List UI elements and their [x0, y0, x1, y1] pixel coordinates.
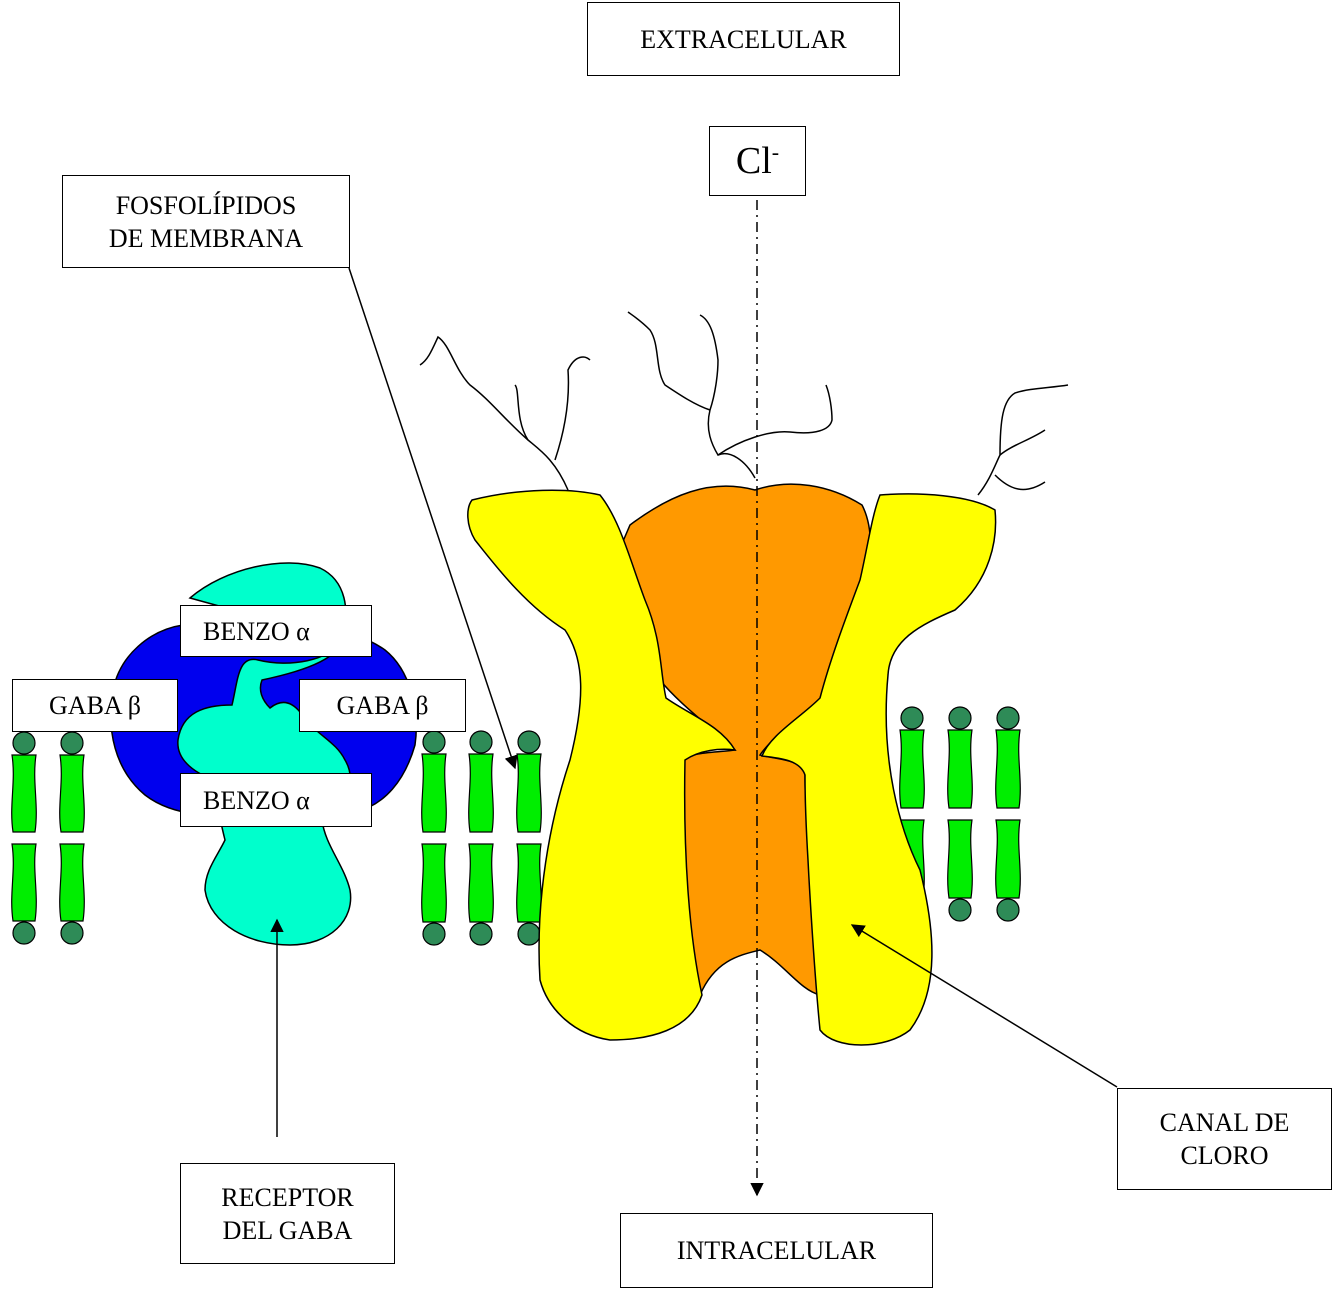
membrane-phospholipids-left	[12, 732, 85, 944]
channel-line-1: CANAL DE	[1160, 1106, 1290, 1139]
lipid-head	[949, 899, 971, 921]
lipid-tail	[12, 755, 37, 832]
lipid-head	[423, 923, 445, 945]
lipid-head	[901, 707, 923, 729]
intracellular-label: INTRACELULAR	[620, 1213, 933, 1288]
membrane-phospholipids-middle	[422, 731, 542, 945]
lipid-tail	[422, 844, 447, 922]
lipid-head	[61, 732, 83, 754]
benzo-alpha-top-text: BENZO α	[203, 615, 310, 648]
lipid-head	[470, 923, 492, 945]
gaba-beta-right-label: GABA β	[299, 679, 466, 732]
lipid-tail	[60, 844, 85, 921]
lipid-tail	[900, 730, 925, 808]
lipid-head	[518, 731, 540, 753]
gaba-receptor-label: RECEPTOR DEL GABA	[180, 1163, 395, 1264]
phospholipid-middle-2	[469, 731, 494, 945]
gaba-beta-right-text: GABA β	[337, 689, 429, 722]
extracellular-label: EXTRACELULAR	[587, 2, 900, 76]
ion-charge: -	[772, 139, 779, 164]
phospholipid-middle-1	[422, 731, 447, 945]
lipid-head	[13, 732, 35, 754]
ion-symbol: Cl	[736, 140, 772, 182]
phospholipids-line-2: DE MEMBRANA	[109, 222, 303, 255]
lipid-tail	[422, 754, 447, 832]
lipid-tail	[948, 730, 973, 808]
phospholipid-right-2	[948, 707, 973, 921]
lipid-head	[423, 731, 445, 753]
phospholipids-label: FOSFOLÍPIDOS DE MEMBRANA	[62, 175, 350, 268]
chloride-ion-text: Cl-	[736, 145, 779, 178]
lipid-tail	[517, 844, 542, 922]
benzo-alpha-bottom-label: BENZO α	[180, 773, 372, 827]
receptor-line-1: RECEPTOR	[221, 1181, 353, 1214]
lipid-head	[61, 922, 83, 944]
lipid-tail	[469, 754, 494, 832]
phospholipid-left-2	[60, 732, 85, 944]
lipid-tail	[60, 755, 85, 832]
phospholipid-right-3	[996, 707, 1021, 921]
lipid-tail	[469, 844, 494, 922]
phospholipid-left-1	[12, 732, 37, 944]
phospholipid-middle-3	[517, 731, 542, 945]
chloride-ion-label: Cl-	[709, 126, 806, 196]
glycan-chains	[420, 312, 1068, 495]
lipid-tail	[517, 754, 542, 832]
lipid-head	[518, 923, 540, 945]
lipid-tail	[12, 844, 37, 921]
intracellular-text: INTRACELULAR	[677, 1234, 876, 1267]
gaba-beta-left-label: GABA β	[12, 679, 178, 732]
extracellular-text: EXTRACELULAR	[640, 23, 847, 56]
channel-line-2: CLORO	[1180, 1139, 1268, 1172]
lipid-head	[997, 707, 1019, 729]
benzo-alpha-top-label: BENZO α	[180, 605, 372, 657]
lipid-tail	[996, 730, 1021, 808]
lipid-tail	[948, 820, 973, 898]
lipid-head	[470, 731, 492, 753]
phospholipids-line-1: FOSFOLÍPIDOS	[116, 189, 297, 222]
receptor-line-2: DEL GABA	[223, 1214, 353, 1247]
gaba-beta-left-text: GABA β	[49, 689, 141, 722]
lipid-head	[13, 922, 35, 944]
chloride-channel-label: CANAL DE CLORO	[1117, 1088, 1332, 1190]
lipid-head	[997, 899, 1019, 921]
lipid-tail	[996, 820, 1021, 898]
benzo-alpha-bottom-text: BENZO α	[203, 784, 310, 817]
lipid-head	[949, 707, 971, 729]
